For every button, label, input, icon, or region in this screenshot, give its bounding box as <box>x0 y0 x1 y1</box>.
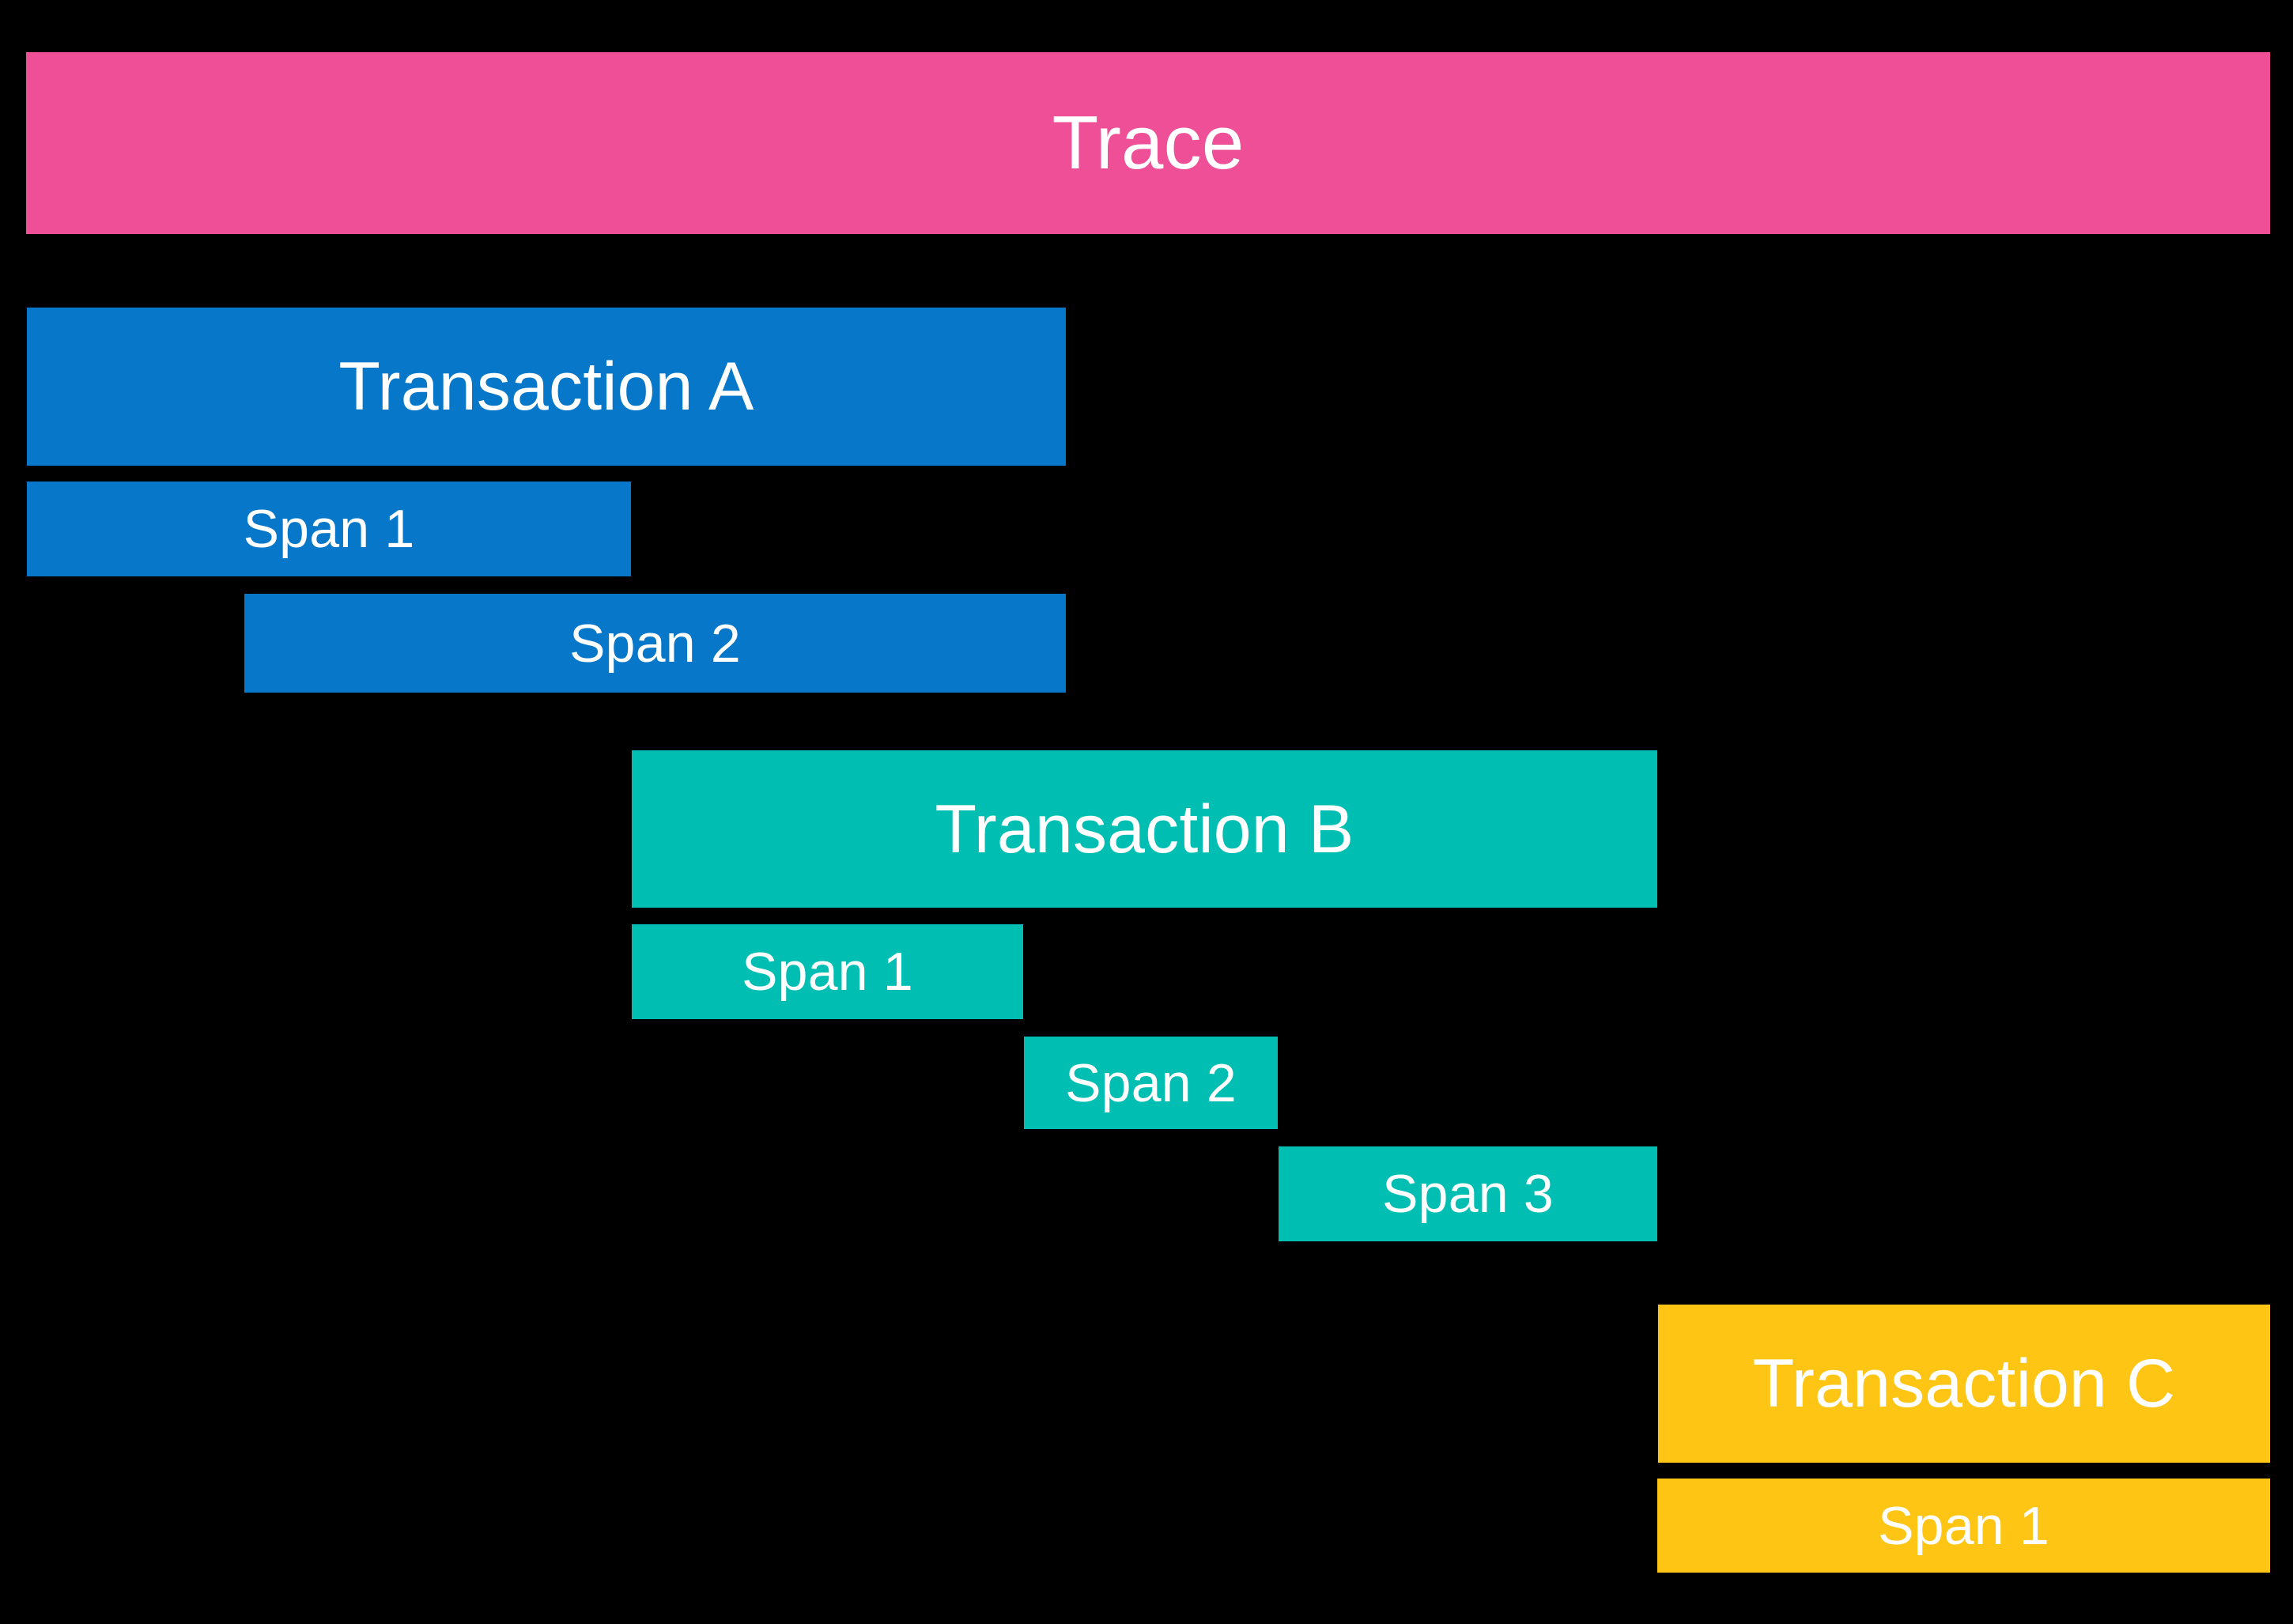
transaction-a-bar-label: Transaction A <box>338 349 754 425</box>
transaction-b-span-3-label: Span 3 <box>1382 1164 1554 1224</box>
transaction-c-bar-label: Transaction C <box>1752 1346 2176 1422</box>
transaction-b-span-2-bar[interactable]: Span 2 <box>1024 1037 1278 1129</box>
transaction-c-bar[interactable]: Transaction C <box>1658 1305 2270 1463</box>
trace-bar[interactable]: Trace <box>26 52 2270 234</box>
transaction-b-span-3-bar[interactable]: Span 3 <box>1279 1146 1657 1241</box>
transaction-b-span-2-label: Span 2 <box>1065 1052 1237 1113</box>
transaction-a-span-2-bar[interactable]: Span 2 <box>244 594 1066 693</box>
transaction-b-bar-label: Transaction B <box>935 791 1354 867</box>
transaction-b-bar[interactable]: Transaction B <box>632 750 1657 908</box>
transaction-b-span-1-bar[interactable]: Span 1 <box>632 924 1023 1019</box>
transaction-a-span-1-label: Span 1 <box>243 499 415 559</box>
trace-bar-label: Trace <box>1052 100 1245 185</box>
transaction-b-span-1-label: Span 1 <box>742 942 913 1002</box>
transaction-a-span-2-label: Span 2 <box>569 613 741 674</box>
transaction-a-span-1-bar[interactable]: Span 1 <box>27 482 631 576</box>
transaction-c-span-1-label: Span 1 <box>1878 1495 2049 1556</box>
transaction-a-bar[interactable]: Transaction A <box>27 308 1066 466</box>
transaction-c-span-1-bar[interactable]: Span 1 <box>1657 1479 2270 1573</box>
